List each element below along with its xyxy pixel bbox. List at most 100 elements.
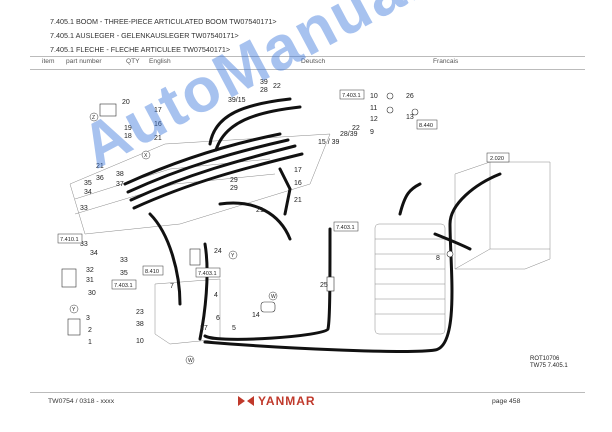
footer-rule (30, 392, 585, 393)
col-part-number: part number (66, 58, 102, 65)
callout-14: 14 (252, 312, 260, 319)
marker-z-a: Z (92, 115, 95, 121)
callout-33-a: 33 (80, 205, 88, 212)
marker-y-a: Y (231, 253, 235, 259)
callout-31: 31 (86, 277, 94, 284)
bracket-upper (99, 103, 117, 117)
callout-30: 30 (88, 290, 96, 297)
hydraulic-exploded-diagram: 20 19 18 17 16 21 39/15 39 28 22 22 28/3… (57, 79, 551, 365)
callout-24: 24 (214, 248, 222, 255)
ref-7403-d: 7.403.1 (114, 283, 133, 289)
callout-28-39: 28/39 (340, 131, 358, 138)
control-valve-outline (374, 223, 446, 335)
callout-6: 6 (216, 315, 220, 322)
callout-29-a: 29 (230, 177, 238, 184)
callout-1: 1 (88, 339, 92, 346)
fitting-25 (326, 276, 335, 292)
callout-11: 11 (370, 105, 377, 112)
hose-i (148, 212, 182, 306)
callout-28: 28 (260, 87, 268, 94)
callout-21-a: 21 (154, 135, 162, 142)
marker-w-a: W (271, 294, 276, 300)
header-rule (30, 56, 585, 57)
callout-9: 9 (370, 129, 374, 136)
hose-f (214, 105, 302, 152)
callout-17-a: 17 (154, 107, 162, 114)
title-line-french: 7.405.1 FLECHE - FLECHE ARTICULEE TW0754… (50, 45, 231, 54)
callout-21-c: 21 (256, 207, 264, 214)
ref-2020: 2.020 (490, 156, 504, 162)
valve-housing-outline (454, 161, 551, 270)
part-14 (260, 301, 276, 313)
callout-27: 27 (200, 325, 208, 332)
callout-3: 3 (86, 315, 90, 322)
hose-a (123, 132, 282, 186)
fitting-24 (189, 248, 201, 266)
col-qty: QTY (126, 58, 140, 65)
drawing-code-line2: TW75 7.405.1 (530, 363, 568, 369)
callout-20: 20 (122, 99, 130, 106)
callout-38-b: 38 (136, 321, 144, 328)
fitting-10 (386, 92, 394, 100)
callout-21-d: 21 (294, 197, 302, 204)
clamp-2 (67, 318, 81, 336)
column-header-row: item part number QTY English Deutsch Fra… (0, 57, 612, 69)
yanmar-logo-icon (238, 396, 254, 406)
hose-g (278, 167, 292, 216)
ref-7410: 7.410.1 (60, 237, 79, 243)
callout-22-b: 22 (352, 125, 360, 132)
callout-12: 12 (370, 116, 378, 123)
lower-bracket-outline (154, 278, 221, 345)
callout-17-b: 17 (294, 167, 302, 174)
callout-34-a: 34 (84, 189, 92, 196)
callout-39: 39 (260, 79, 268, 86)
hose-l (203, 172, 502, 353)
footer-page-number: page 458 (492, 398, 521, 405)
callout-33-c: 33 (120, 257, 128, 264)
footer-brand: YANMAR (258, 394, 316, 408)
callout-5: 5 (232, 325, 236, 332)
marker-w-b: W (188, 358, 193, 364)
hose-c (129, 144, 297, 202)
fitting-13 (411, 108, 419, 116)
callout-2: 2 (88, 327, 92, 334)
title-line-english: 7.405.1 BOOM - THREE-PIECE ARTICULATED B… (50, 17, 277, 26)
hose-h (218, 201, 292, 241)
callout-35-b: 35 (120, 270, 128, 277)
callout-25: 25 (320, 282, 328, 289)
callout-29-b: 29 (230, 185, 238, 192)
ref-8410: 8.410 (145, 269, 159, 275)
callout-4: 4 (214, 292, 218, 299)
callout-21-b: 21 (96, 163, 104, 170)
ref-7403-b: 7.403.1 (336, 225, 355, 231)
callout-15-39: 15 / 39 (318, 139, 340, 146)
col-francais: Francais (433, 58, 459, 65)
fitting-8 (446, 250, 454, 258)
callout-26: 26 (406, 93, 414, 100)
col-english: English (149, 58, 171, 65)
hose-m (398, 182, 422, 216)
marker-x-a: X (144, 153, 148, 159)
callout-16-a: 16 (154, 121, 162, 128)
hose-b (126, 138, 290, 194)
col-deutsch: Deutsch (301, 58, 326, 65)
callout-13: 13 (406, 114, 414, 121)
callout-35-a: 35 (84, 180, 92, 187)
col-item: item (42, 58, 55, 65)
title-line-german: 7.405.1 AUSLEGER - GELENKAUSLEGER TW0754… (50, 31, 239, 40)
callout-38-a: 38 (116, 171, 124, 178)
clamp-32 (61, 268, 77, 288)
marker-y-b: Y (72, 307, 76, 313)
hose-k (203, 227, 332, 341)
column-rule (30, 69, 585, 70)
callout-18: 18 (124, 133, 132, 140)
manifold-outline-left (69, 133, 331, 235)
callout-19: 19 (124, 125, 132, 132)
footer-doc-code: TW0754 / 0318 - xxxx (48, 398, 115, 405)
callout-22-a: 22 (273, 83, 281, 90)
drawing-code-line1: ROT10706 (530, 356, 560, 362)
hose-j (198, 242, 209, 341)
ref-7403-c: 7.403.1 (198, 271, 217, 277)
callout-39-15: 39/15 (228, 97, 246, 104)
callout-10-b: 10 (370, 93, 378, 100)
